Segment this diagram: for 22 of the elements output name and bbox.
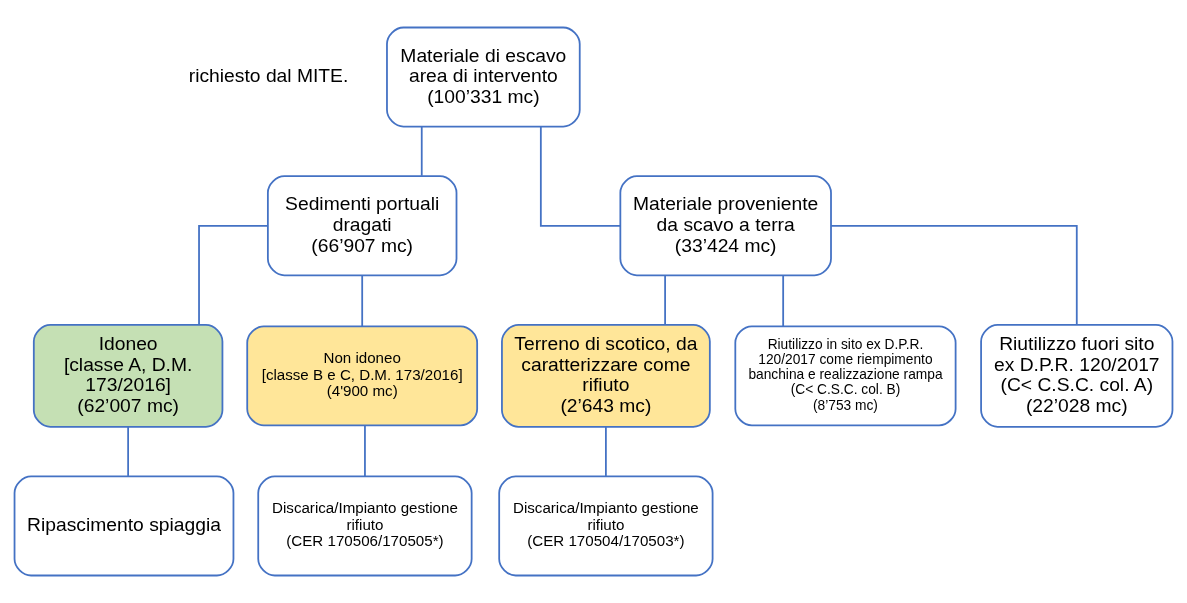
node-box: Non idoneo [classe B e C, D.M. 173/2016] (4'900 mc) — [246, 325, 479, 427]
connector — [361, 274, 364, 327]
connector — [830, 224, 1078, 326]
label: richiesto dal MITE. — [188, 65, 349, 87]
connector — [539, 126, 622, 227]
node-box: Sedimenti portuali dragati (66’907 mc) — [267, 175, 458, 277]
node-box: Discarica/Impianto gestione rifiuto (CER 170504/170503*) — [498, 475, 714, 577]
node-box: Discarica/Impianto gestione rifiuto (CER 170506/170505*) — [257, 475, 473, 577]
node-box: Terreno di scotico, da caratterizzare come rifiuto (2’643 mc) — [501, 324, 711, 428]
connector — [782, 274, 785, 327]
connector — [664, 274, 666, 326]
connector — [420, 126, 423, 177]
connector — [605, 426, 607, 477]
node-box: Riutilizzo fuori sito ex D.P.R. 120/2017 (C< C.S.C. col. A) (22’028 mc) — [980, 324, 1174, 428]
connector — [198, 224, 269, 326]
connector — [127, 426, 130, 477]
node-box: Materiale proveniente da scavo a terra (33’424 mc) — [619, 175, 832, 277]
connector — [364, 424, 366, 478]
node-box: Ripascimento spiaggia — [13, 475, 235, 577]
node-box: Riutilizzo in sito ex D.P.R. 120/2017 come riempimento banchina e realizzazione rampa (C< C.S.C. col. B) (8’753 mc) — [734, 325, 957, 427]
node-box: Materiale di escavo area di intervento (100’331 mc) — [386, 26, 581, 128]
node-box: Idoneo [classe A, D.M. 173/2016] (62’007 mc) — [32, 324, 224, 428]
